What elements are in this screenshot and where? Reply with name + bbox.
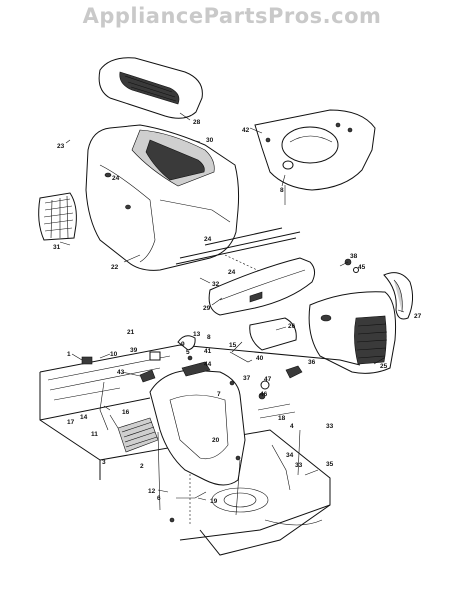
callout-10: 10 bbox=[110, 351, 118, 358]
part-lower-panel bbox=[249, 317, 297, 351]
watermark: AppliancePartsPros.com bbox=[82, 4, 382, 28]
callout-21: 21 bbox=[127, 329, 135, 336]
callout-44: 44 bbox=[204, 361, 212, 368]
callout-23: 23 bbox=[57, 143, 65, 150]
callout-24c: 24 bbox=[228, 269, 236, 276]
callout-7: 7 bbox=[217, 391, 221, 398]
callout-45: 45 bbox=[358, 264, 366, 271]
callout-27: 27 bbox=[414, 313, 422, 320]
callout-8: 8 bbox=[280, 187, 284, 194]
callout-3: 3 bbox=[102, 459, 106, 466]
callout-1: 1 bbox=[67, 351, 71, 358]
callout-2: 2 bbox=[140, 463, 144, 470]
callout-35: 35 bbox=[326, 461, 334, 468]
callout-38: 38 bbox=[350, 253, 358, 260]
part-front-bumper bbox=[208, 257, 316, 316]
callout-26: 26 bbox=[288, 323, 296, 330]
callout-17: 17 bbox=[67, 419, 75, 426]
callout-18: 18 bbox=[278, 415, 286, 422]
part-dash-panel bbox=[254, 109, 376, 205]
callout-4: 4 bbox=[290, 423, 294, 430]
part-small-components bbox=[81, 335, 319, 523]
part-clips bbox=[339, 258, 359, 273]
callout-30: 30 bbox=[206, 137, 214, 144]
callout-39: 39 bbox=[130, 347, 138, 354]
part-lower-grille bbox=[308, 291, 396, 374]
callout-19: 19 bbox=[210, 498, 218, 505]
leader-lines bbox=[59, 112, 405, 501]
callout-34: 34 bbox=[286, 452, 294, 459]
callout-40: 40 bbox=[256, 355, 264, 362]
part-dash-tower bbox=[149, 361, 246, 516]
callout-24: 24 bbox=[112, 175, 120, 182]
callout-13: 13 bbox=[193, 331, 201, 338]
callout-15: 15 bbox=[229, 342, 237, 349]
callout-33b: 33 bbox=[295, 462, 303, 469]
callout-14: 14 bbox=[80, 414, 88, 421]
callout-labels: 28 30 23 24 31 22 24 32 29 42 8 38 45 26… bbox=[53, 119, 422, 505]
callout-8b: 8 bbox=[207, 334, 211, 341]
callout-47: 47 bbox=[264, 376, 272, 383]
callout-29: 29 bbox=[203, 305, 211, 312]
callout-41: 41 bbox=[204, 348, 212, 355]
callout-5: 5 bbox=[186, 349, 190, 356]
callout-20: 20 bbox=[212, 437, 220, 444]
callout-32: 32 bbox=[212, 281, 220, 288]
callout-46: 46 bbox=[260, 391, 268, 398]
callout-6: 6 bbox=[157, 495, 161, 502]
callout-12: 12 bbox=[148, 488, 156, 495]
part-hood-top-cover bbox=[98, 57, 203, 119]
callout-24b: 24 bbox=[204, 236, 212, 243]
part-side-lens bbox=[383, 272, 414, 320]
callout-36: 36 bbox=[308, 359, 316, 366]
callout-22: 22 bbox=[111, 264, 119, 271]
callout-25: 25 bbox=[380, 363, 388, 370]
part-front-grille-insert bbox=[38, 192, 77, 241]
callout-9: 9 bbox=[181, 341, 185, 348]
callout-11: 11 bbox=[91, 431, 98, 438]
callout-42: 42 bbox=[242, 127, 250, 134]
callout-31: 31 bbox=[53, 244, 61, 251]
callout-43: 43 bbox=[117, 369, 125, 376]
callout-37: 37 bbox=[243, 375, 251, 382]
callout-16: 16 bbox=[122, 409, 130, 416]
part-foot-pad bbox=[117, 417, 159, 453]
callout-28: 28 bbox=[193, 119, 201, 126]
part-hood-body bbox=[85, 124, 240, 271]
callout-33: 33 bbox=[326, 423, 334, 430]
